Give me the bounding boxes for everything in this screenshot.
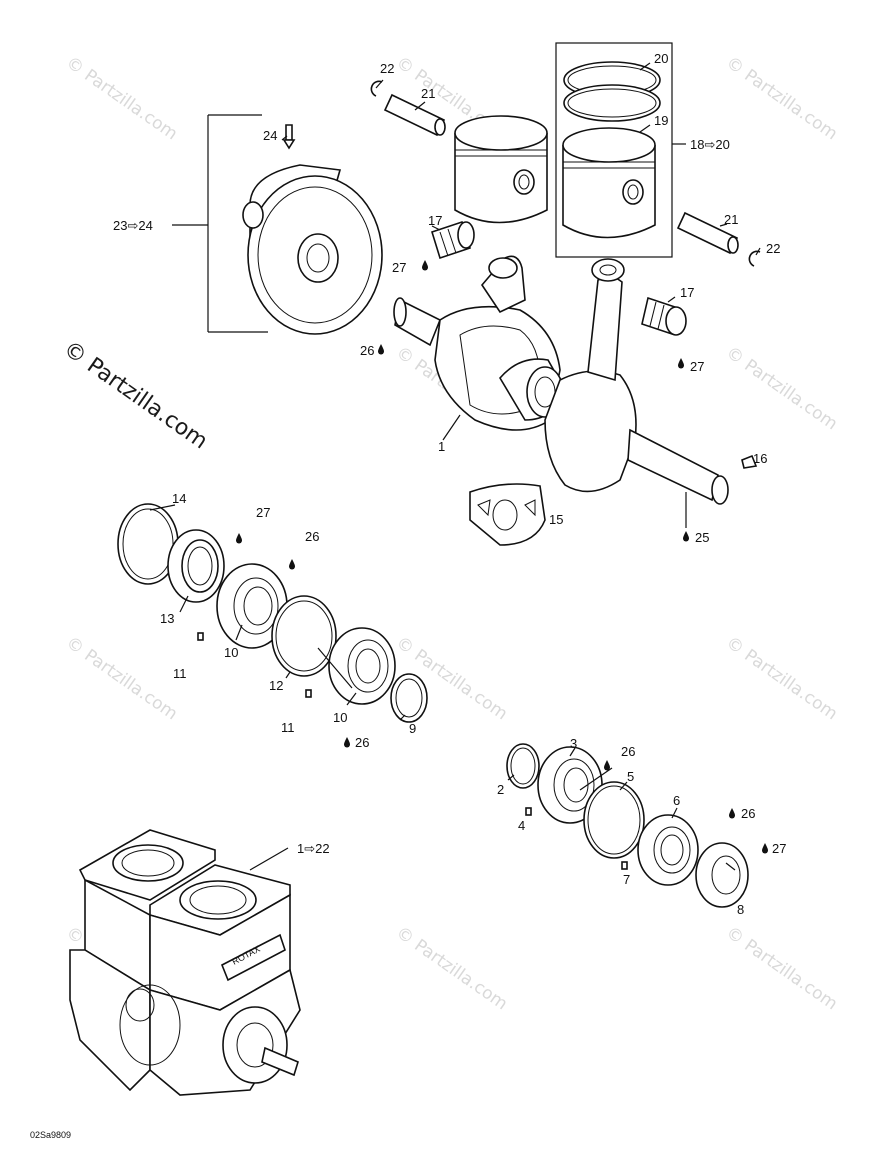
callout-26: 26 <box>305 529 319 544</box>
callout-21: 21 <box>421 86 435 101</box>
ball-bearing-part <box>637 814 699 886</box>
oil-seal-part <box>695 842 749 908</box>
callout-27: 27 <box>392 260 406 275</box>
callout-27: 27 <box>690 359 704 374</box>
shim-part <box>506 743 540 789</box>
shim-part <box>390 673 428 723</box>
dowel-pin-part <box>305 689 312 698</box>
callout-13: 13 <box>160 611 174 626</box>
callout-labels: 22 21 20 19 18⇨20 24 23⇨24 17 27 21 22 1… <box>113 51 786 917</box>
callout-10: 10 <box>224 645 238 660</box>
seal-bearing-group-left <box>117 503 428 723</box>
callout-27: 27 <box>256 505 270 520</box>
callout-19: 19 <box>654 113 668 128</box>
watermark: © Partzilla.com <box>722 343 841 435</box>
leader-lines <box>149 62 761 871</box>
engine-assembly-part: ROTAX <box>69 829 301 1096</box>
oil-drop-icon <box>729 808 735 819</box>
callout-1-22: 1⇨22 <box>297 841 330 856</box>
callout-9: 9 <box>409 721 416 736</box>
callout-17: 17 <box>428 213 442 228</box>
callout-26: 26 <box>360 343 374 358</box>
callout-3: 3 <box>570 736 577 751</box>
watermark-main: © Partzilla.com <box>59 336 212 454</box>
watermark: © Partzilla.com <box>722 53 841 145</box>
callout-2: 2 <box>497 782 504 797</box>
callout-5: 5 <box>627 769 634 784</box>
piston-kit-box <box>555 42 686 258</box>
watermark: © Partzilla.com <box>392 923 511 1015</box>
callout-20: 20 <box>654 51 668 66</box>
callout-14: 14 <box>172 491 186 506</box>
ball-bearing-part <box>328 627 396 705</box>
callout-6: 6 <box>673 793 680 808</box>
drawing-code: 02Sa9809 <box>30 1130 71 1140</box>
callout-25: 25 <box>695 530 709 545</box>
circlip-part <box>370 80 383 97</box>
callout-7: 7 <box>623 872 630 887</box>
oil-drop-icon <box>422 260 428 271</box>
oil-drop-icon <box>378 344 384 355</box>
watermark: © Partzilla.com <box>722 633 841 725</box>
callout-16: 16 <box>753 451 767 466</box>
callout-17: 17 <box>680 285 694 300</box>
piston-part <box>562 127 656 239</box>
callout-10: 10 <box>333 710 347 725</box>
callout-22: 22 <box>380 61 394 76</box>
rotor-part <box>172 114 383 335</box>
bearing-cage-part <box>469 483 546 546</box>
dowel-pin-part <box>197 632 204 641</box>
callout-11: 11 <box>173 666 187 681</box>
oil-drop-icon <box>683 531 689 542</box>
oil-drop-icon <box>678 358 684 369</box>
callout-8: 8 <box>737 902 744 917</box>
oil-drop-icon <box>762 843 768 854</box>
callout-4: 4 <box>518 818 525 833</box>
callout-1: 1 <box>438 439 445 454</box>
ring-part <box>583 781 645 859</box>
callout-26: 26 <box>355 735 369 750</box>
ring-part <box>271 595 337 677</box>
oil-drop-icon <box>236 533 242 544</box>
callout-24: 24 <box>263 128 277 143</box>
watermark: © Partzilla.com <box>62 633 181 725</box>
oil-drop-icon <box>289 559 295 570</box>
oil-drop-icon <box>344 737 350 748</box>
callout-22: 22 <box>766 241 780 256</box>
callout-23-24: 23⇨24 <box>113 218 153 233</box>
dowel-pin-part <box>621 861 628 870</box>
piston-part <box>454 115 548 224</box>
callout-26: 26 <box>621 744 635 759</box>
circlip-part <box>748 250 761 267</box>
seal-bearing-group-right <box>506 743 749 908</box>
callout-12: 12 <box>269 678 283 693</box>
watermark: © Partzilla.com <box>722 923 841 1015</box>
callout-15: 15 <box>549 512 563 527</box>
oil-drop-icon <box>604 760 610 771</box>
watermark: © Partzilla.com <box>62 53 181 145</box>
callout-18-20: 18⇨20 <box>690 137 730 152</box>
crankshaft-part <box>393 255 729 505</box>
needle-bearing-part <box>431 220 687 336</box>
callout-26: 26 <box>741 806 755 821</box>
callout-11: 11 <box>281 720 295 735</box>
piston-ring-part <box>563 61 661 122</box>
woodruff-key-part <box>741 454 758 469</box>
wrist-pin-part <box>383 93 739 255</box>
dowel-pin-part <box>525 807 532 816</box>
callout-21: 21 <box>724 212 738 227</box>
callout-27: 27 <box>772 841 786 856</box>
